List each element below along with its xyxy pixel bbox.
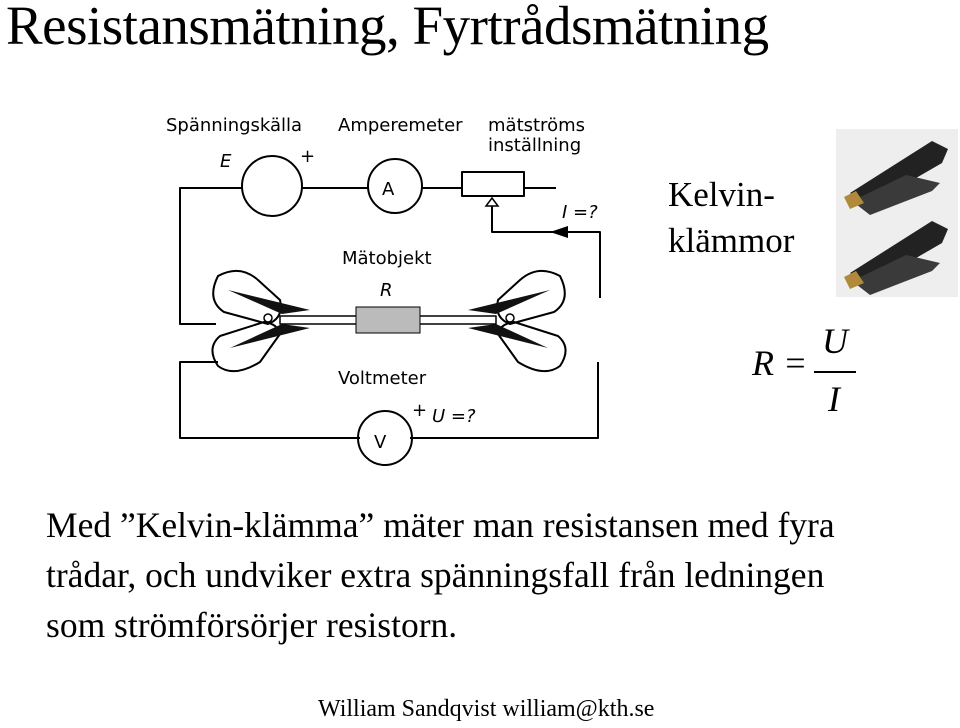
- source-symbol: E: [220, 151, 232, 172]
- left-clamp-lower: [211, 321, 281, 373]
- sense-wire: [179, 361, 599, 439]
- voltage-question: U =?: [432, 406, 476, 427]
- clamp-pivot: [263, 313, 273, 323]
- source-label: Spänningskälla: [166, 115, 302, 136]
- fraction-bar: [814, 371, 856, 373]
- current-setting-label-2: inställning: [488, 135, 581, 156]
- current-arrow: [550, 226, 568, 238]
- right-jaw-lower: [468, 324, 548, 348]
- test-object-symbol: R: [380, 280, 393, 301]
- slider-arrow: [484, 196, 500, 207]
- current-question: I =?: [562, 202, 598, 223]
- body-line-2: trådar, och undviker extra spänningsfall…: [46, 555, 825, 595]
- right-jaw-upper: [468, 290, 550, 314]
- left-jaw-upper: [228, 290, 310, 314]
- formula-lhs: R =: [752, 343, 808, 383]
- right-clamp-lower: [497, 321, 567, 373]
- right-clamp-upper: [496, 269, 566, 325]
- page-title: Resistansmätning, Fyrtrådsmätning: [6, 0, 769, 56]
- kelvin-clamps-photo: [836, 129, 958, 297]
- voltage-source-symbol: [241, 155, 303, 217]
- current-setting-resistor: [461, 171, 525, 197]
- clamp-photo-bottom: [844, 221, 948, 295]
- body-line-1: Med ”Kelvin-klämma” mäter man resistanse…: [46, 505, 835, 545]
- voltmeter-label: Voltmeter: [338, 368, 427, 389]
- body-line-3: som strömförsörjer resistorn.: [46, 605, 458, 645]
- formula-denominator: I: [828, 379, 840, 419]
- setting-to-clamp-wire: [491, 198, 601, 298]
- test-object-label: Mätobjekt: [342, 248, 432, 269]
- kelvin-label-line-2: klämmor: [668, 221, 795, 260]
- kelvin-clamps-image: [836, 129, 958, 297]
- footer-author: William Sandqvist william@kth.se: [318, 696, 655, 722]
- clamp-photo-top: [844, 141, 948, 215]
- circuit-svg: Spänningskälla Amperemeter mätströms ins…: [166, 115, 601, 466]
- ammeter-label: Amperemeter: [338, 115, 463, 136]
- ohms-law-formula: R = U I: [740, 320, 880, 430]
- formula-numerator: U: [822, 321, 848, 361]
- top-wire: [179, 187, 556, 325]
- left-jaw-lower: [230, 324, 310, 348]
- left-clamp-upper: [212, 269, 282, 325]
- kelvin-clamps-label: Kelvin- klämmor: [668, 172, 794, 264]
- kelvin-label-line-1: Kelvin-: [668, 175, 775, 214]
- ammeter-symbol-label: A: [382, 179, 395, 200]
- voltmeter-symbol: [357, 410, 413, 466]
- body-paragraph: Med ”Kelvin-klämma” mäter man resistanse…: [46, 500, 835, 650]
- four-wire-measurement-diagram: Spänningskälla Amperemeter mätströms ins…: [160, 104, 620, 476]
- voltmeter-plus-sign: +: [412, 400, 427, 421]
- source-plus-sign: +: [300, 146, 315, 167]
- ammeter-symbol: [367, 158, 423, 214]
- voltmeter-symbol-label: V: [374, 432, 387, 453]
- test-object-body: [355, 306, 421, 334]
- current-setting-label-1: mätströms: [488, 115, 585, 136]
- clamp-pivot: [505, 313, 515, 323]
